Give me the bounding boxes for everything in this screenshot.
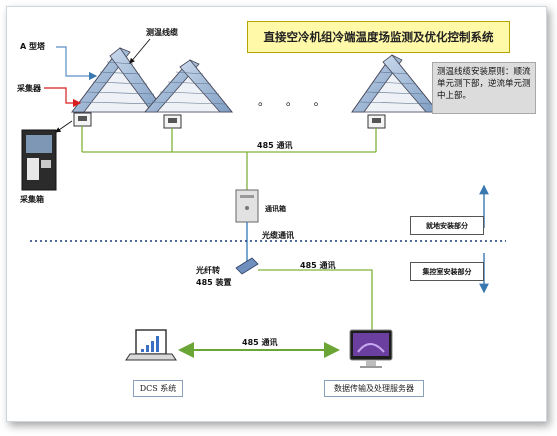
collector-device-1 [73, 112, 92, 127]
collector-device-3 [367, 114, 386, 129]
cable-label: 测温线缆 [146, 28, 178, 37]
a-tower-unit-2 [143, 59, 234, 113]
dcs-caption: DCS 系统 [133, 380, 183, 397]
collector-box-cabinet [21, 129, 57, 191]
rs485-bus-lines [81, 126, 377, 332]
comm-485-top-label: 485 通讯 [257, 141, 293, 150]
a-tower-label: A 型塔 [20, 42, 45, 51]
comm-485-mid-label: 485 通讯 [300, 261, 336, 270]
server-monitor [349, 329, 393, 368]
collector-device-2 [163, 114, 182, 129]
label-pointers [44, 38, 151, 133]
fiber-device-label-line2: 485 装置 [196, 278, 232, 287]
ellipsis-label: 。 。 。 [258, 94, 332, 108]
a-tower-unit-3 [351, 54, 440, 113]
dcs-laptop [125, 329, 177, 361]
comm-box-device [235, 189, 259, 223]
install-principle-note: 测温线缆安装原则：顺流单元测下部，逆流单元测中上部。 [432, 62, 536, 114]
fiber-device-label-line1: 光纤转 [196, 266, 220, 275]
control-room-section-box: 集控室安装部分 [410, 262, 484, 281]
server-caption: 数据传输及处理服务器 [324, 380, 424, 397]
a-tower-unit-1 [71, 47, 166, 113]
collector-label: 采集器 [17, 84, 41, 93]
diagram-title: 直接空冷机组冷端温度场监测及优化控制系统 [247, 21, 510, 53]
onsite-section-box: 就地安装部分 [410, 216, 484, 235]
comm-box-label: 通讯箱 [265, 205, 286, 213]
fiber-comm-label: 光缆通讯 [262, 231, 294, 240]
collector-box-label: 采集箱 [20, 195, 44, 204]
fiber-converter-device [235, 257, 259, 275]
comm-485-bottom-label: 485 通讯 [242, 338, 278, 347]
